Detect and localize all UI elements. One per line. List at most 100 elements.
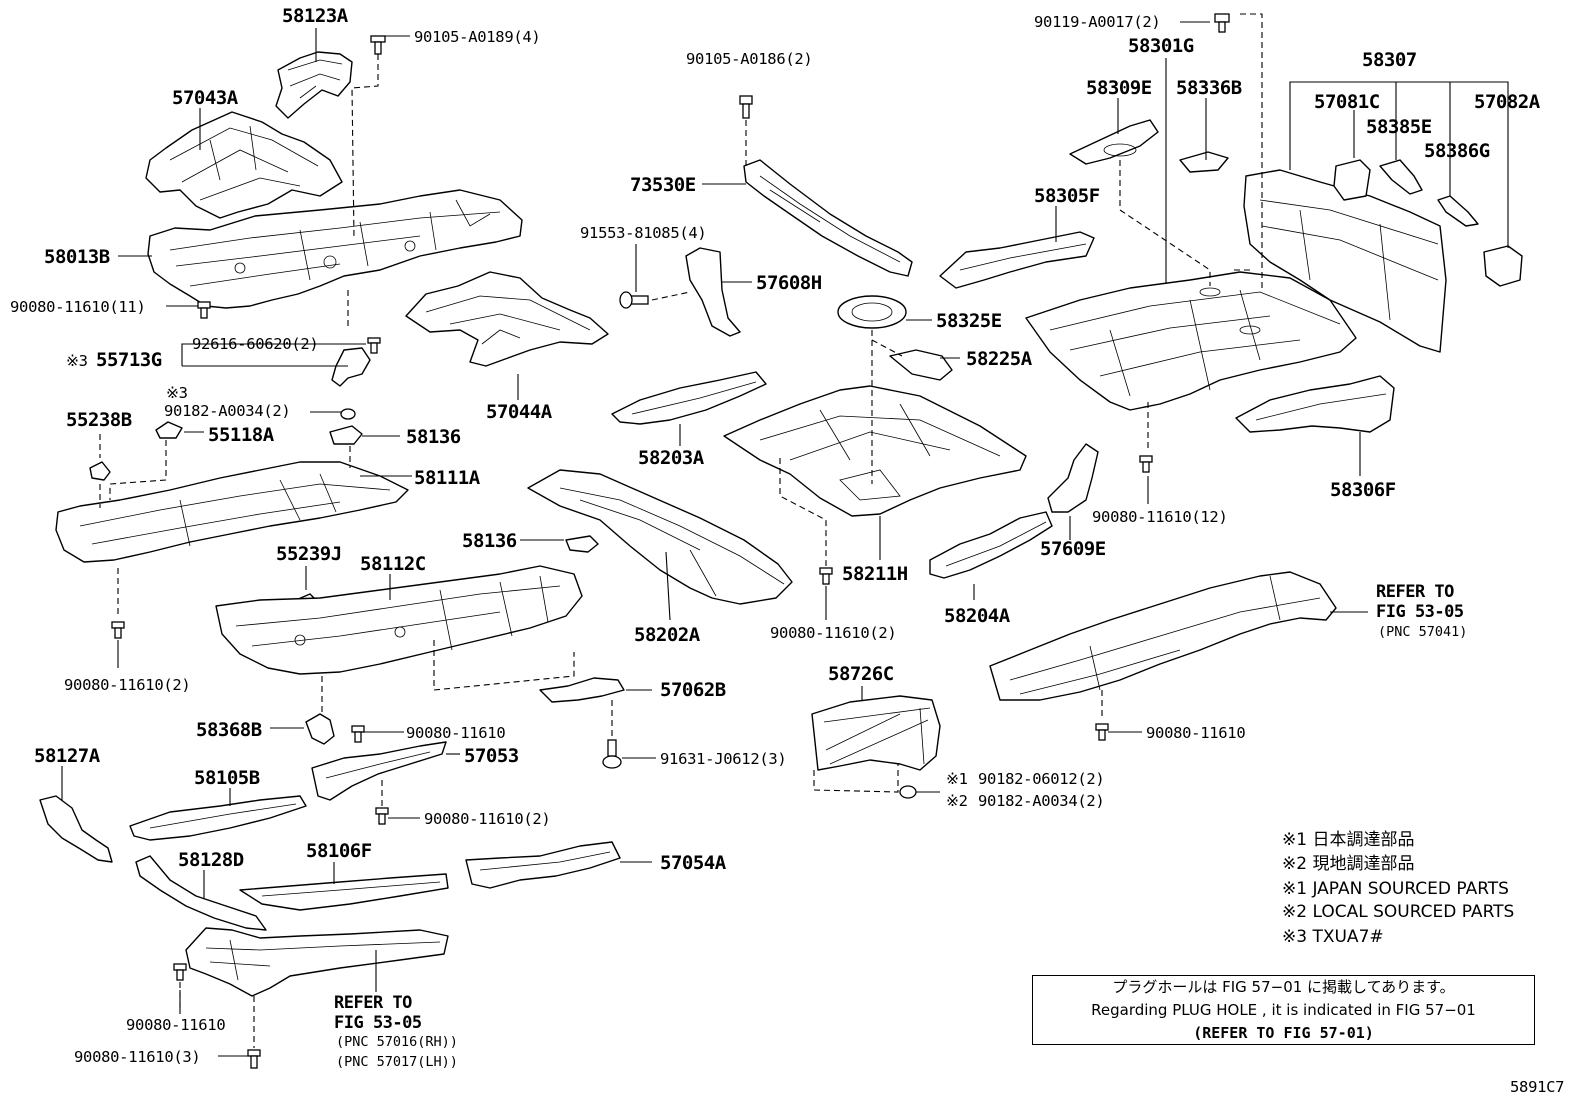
mark-txua7-1: ※3 (66, 352, 88, 370)
part-58211H-shape (723, 385, 1027, 517)
part-57608H-shape (685, 247, 741, 337)
bolt-label-90080-11610-3: 90080-11610(3) (74, 1048, 200, 1066)
part-58385E-shape (1379, 159, 1423, 195)
bolt-label-90080-11610-mid: 90080-11610 (406, 724, 505, 742)
label-58309E: 58309E (1086, 77, 1152, 99)
bolt-label-90119-A0017: 90119-A0017(2) (1034, 13, 1160, 31)
part-57609E-shape (1047, 443, 1099, 513)
bolt-label-90080-11610-2-left: 90080-11610(2) (64, 676, 190, 694)
note-line-refer: (REFER TO FIG 57-01) (1193, 1024, 1374, 1042)
label-58202A: 58202A (634, 624, 701, 646)
bolt-label-90182-A0034-lower: 90182-A0034(2) (978, 792, 1104, 810)
bolt-label-90080-11610-2-mid: 90080-11610(2) (424, 810, 550, 828)
part-58305F-shape (939, 231, 1095, 289)
label-58305F: 58305F (1034, 185, 1100, 207)
label-58225A: 58225A (966, 348, 1033, 370)
part-73530E-shape (743, 159, 913, 277)
svg-text:FIG 53-05: FIG 53-05 (334, 1013, 422, 1033)
label-58136-upper: 58136 (406, 426, 461, 448)
mark-txua7-2: ※3 (166, 384, 188, 402)
fasteners (111, 13, 1230, 1069)
bolt-label-90080-11610-lower: 90080-11610 (126, 1016, 225, 1034)
bolt-label-90080-11610-11: 90080-11610(11) (10, 298, 145, 316)
part-number-labels: 58123A 57043A 58013B 55713G 55238B 55118… (34, 5, 1541, 874)
label-58136-lower: 58136 (462, 530, 517, 552)
bolt-label-90080-11610-2-center: 90080-11610(2) (770, 624, 896, 642)
legend-japan-sourced: ※1 JAPAN SOURCED PARTS (1282, 879, 1509, 899)
part-58204A-shape (929, 511, 1053, 579)
label-55239J: 55239J (276, 543, 342, 565)
label-57062B: 57062B (660, 679, 726, 701)
part-58203A-shape (611, 371, 767, 425)
part-58202A-shape (527, 469, 793, 605)
legend: ※1 日本調達部品 ※2 現地調達部品 ※1 JAPAN SOURCED PAR… (1282, 830, 1514, 947)
refer-to-right: REFER TO FIG 53-05 (PNC 57041) (1376, 582, 1467, 640)
legend-jp-japan: ※1 日本調達部品 (1282, 830, 1414, 850)
part-58105B-shape (129, 795, 307, 841)
svg-text:FIG 53-05: FIG 53-05 (1376, 602, 1464, 622)
leader-lines (61, 13, 1509, 1057)
part-57081C-shape (1333, 159, 1371, 201)
part-57043A-shape (145, 111, 343, 219)
part-55238B-shape (89, 461, 111, 481)
label-58336B: 58336B (1176, 77, 1242, 99)
part-58127A-shape (39, 795, 113, 863)
part-58309E-shape (1069, 119, 1159, 165)
sourcing-marks: ※3 ※3 ※1 ※2 (66, 352, 968, 810)
svg-text:REFER TO: REFER TO (1376, 582, 1454, 602)
legend-txua7: ※3 TXUA7# (1282, 927, 1384, 947)
part-57044A-shape (405, 271, 609, 367)
label-57054A: 57054A (660, 852, 727, 874)
note-line-en: Regarding PLUG HOLE , it is indicated in… (1091, 1001, 1476, 1019)
label-58127A: 58127A (34, 745, 101, 767)
svg-text:(PNC 57016(RH)): (PNC 57016(RH)) (336, 1034, 458, 1050)
label-58726C: 58726C (828, 663, 894, 685)
fastener-labels: 90105-A0189(4) 90080-11610(11) 92616-606… (10, 13, 1246, 1066)
label-58307: 58307 (1362, 49, 1417, 71)
label-57044A: 57044A (486, 401, 553, 423)
plug-hole-note-box: プラグホールは FIG 57−01 に掲載してあります。 Regarding P… (1032, 975, 1535, 1045)
part-58726C-shape (811, 695, 941, 771)
bolt-label-90105-A0186: 90105-A0186(2) (686, 50, 812, 68)
part-side-member-lower-shape (185, 927, 449, 997)
label-55118A: 55118A (208, 424, 275, 446)
bolt-label-91553-81085: 91553-81085(4) (580, 224, 706, 242)
part-58123A-shape (275, 51, 353, 119)
svg-text:(PNC 57041): (PNC 57041) (1378, 624, 1467, 640)
bolt-label-91631-J0612: 91631-J0612(3) (660, 750, 786, 768)
label-58112C: 58112C (360, 553, 426, 575)
label-58211H: 58211H (842, 563, 908, 585)
part-58386G-shape (1437, 195, 1479, 227)
part-58111A-shape (55, 461, 409, 563)
bolt-label-90105-A0189: 90105-A0189(4) (414, 28, 540, 46)
label-58306F: 58306F (1330, 479, 1396, 501)
label-58385E: 58385E (1366, 116, 1432, 138)
refer-to-lower: REFER TO FIG 53-05 (PNC 57016(RH)) (PNC … (334, 993, 458, 1070)
label-58325E: 58325E (936, 310, 1002, 332)
mark-japan-sourced: ※1 (946, 770, 968, 788)
part-58128D-shape (135, 855, 267, 931)
label-58203A: 58203A (638, 447, 705, 469)
label-58386G: 58386G (1424, 140, 1490, 162)
label-57081C: 57081C (1314, 91, 1380, 113)
part-58225A-shape (889, 349, 953, 381)
part-58112C-shape (215, 565, 583, 675)
part-57054A-shape (465, 841, 621, 889)
label-58111A: 58111A (414, 467, 481, 489)
label-58204A: 58204A (944, 605, 1011, 627)
legend-jp-local: ※2 現地調達部品 (1282, 854, 1414, 874)
part-58136b-shape (565, 535, 599, 553)
part-55118A-shape (155, 421, 183, 439)
label-58013B: 58013B (44, 246, 110, 268)
label-55238B: 55238B (66, 409, 132, 431)
legend-local-sourced: ※2 LOCAL SOURCED PARTS (1282, 902, 1514, 922)
part-side-member-rear-shape (989, 571, 1337, 701)
note-line-jp: プラグホールは FIG 57−01 に掲載してあります。 (1112, 978, 1455, 996)
label-58128D: 58128D (178, 849, 244, 871)
part-58336B-shape (1179, 151, 1229, 173)
label-57082A: 57082A (1474, 91, 1541, 113)
label-55713G: 55713G (96, 349, 162, 371)
part-58013B-shape (147, 189, 523, 309)
mark-local-sourced: ※2 (946, 792, 968, 810)
